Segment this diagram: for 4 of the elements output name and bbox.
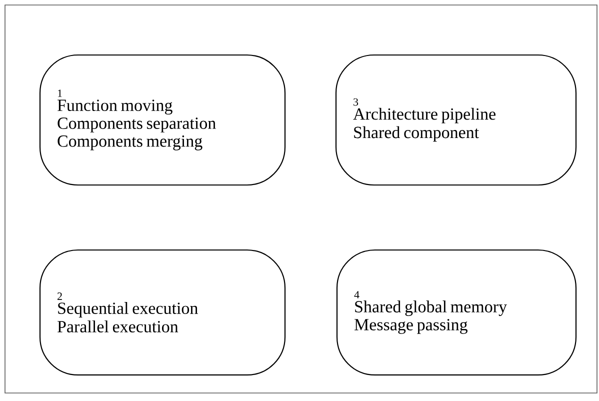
rounded-box: 3 Architecture pipeline Shared component bbox=[335, 54, 577, 186]
rounded-box: 1 Function moving Components separation Components merging bbox=[39, 54, 286, 186]
rounded-box: 4 Shared global memory Message passing bbox=[336, 249, 577, 376]
rounded-box: 2 Sequential execution Parallel execution bbox=[39, 249, 286, 376]
